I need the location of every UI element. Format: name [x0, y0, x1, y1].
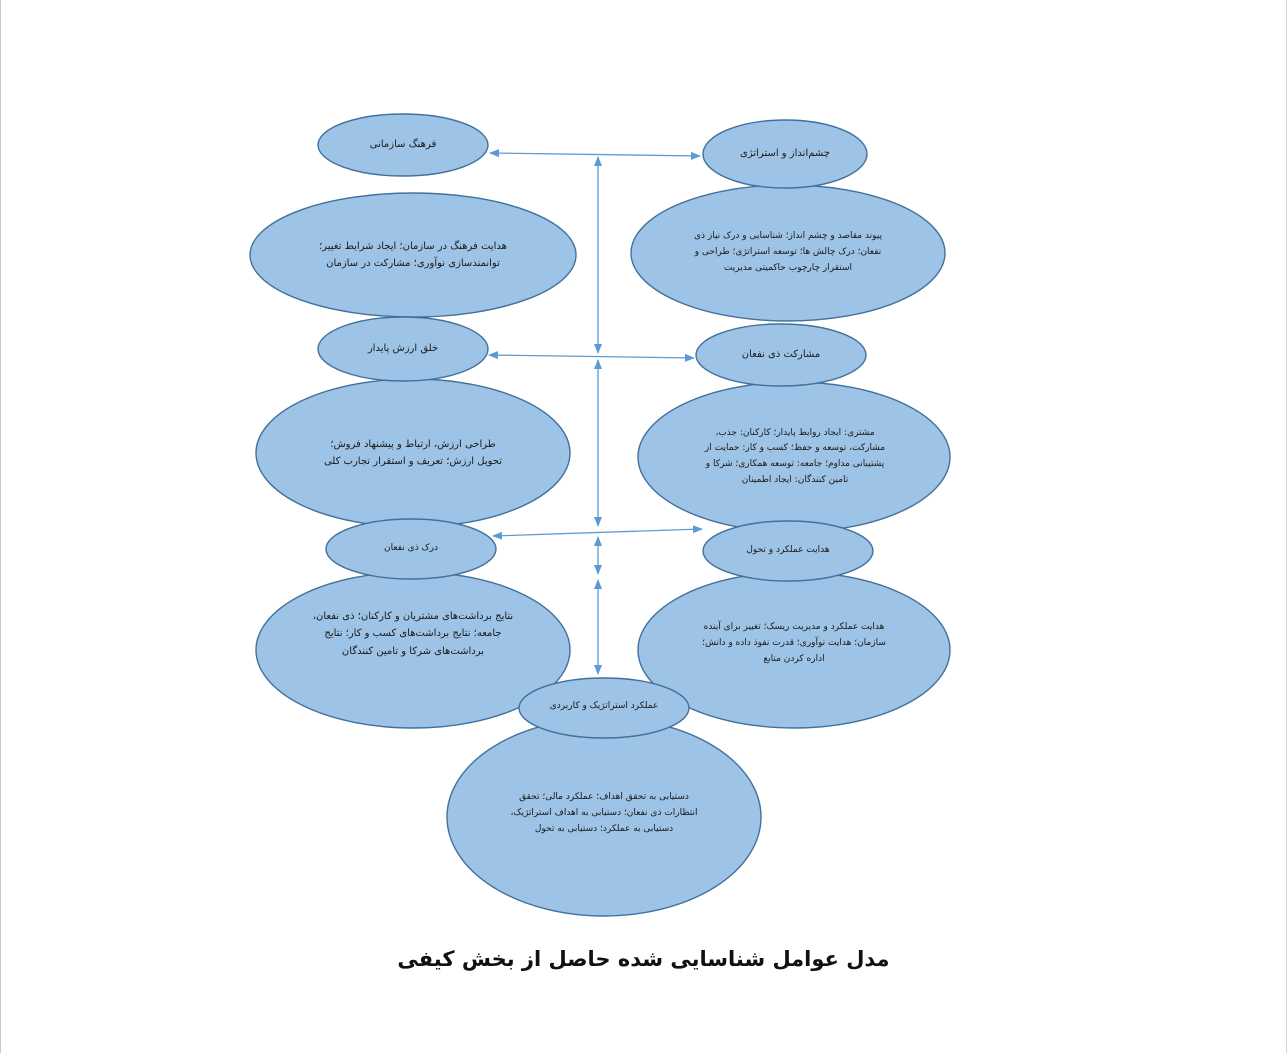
performance-transformation-title: هدایت عملکرد و تحول: [746, 545, 830, 556]
performance-transformation-ellipse: [702, 520, 874, 582]
sustainable-value-title: خلق ارزش پایدار: [367, 343, 439, 355]
strategic-operational-title: عملکرد استراتژیک و کاربردی: [549, 701, 659, 712]
org-culture-desc: هدایت فرهنگ در سازمان؛ ایجاد شرایط تغییر…: [319, 240, 507, 270]
stakeholder-engagement-ellipse: [695, 323, 867, 387]
vision-strategy-desc: پیوند مقاصد و چشم انداز؛ شناسایی و درک ن…: [693, 231, 883, 273]
connector-value-engagement: [488, 351, 695, 362]
connector-culture-vision: [489, 149, 701, 160]
connector-perception-performance: [492, 525, 703, 540]
stakeholder-perception-ellipse: [325, 518, 497, 580]
stakeholder-engagement-desc: مشتری: ایجاد روابط پایدار؛ کارکنان: جذب،…: [704, 427, 886, 485]
vision-strategy-title: چشم‌انداز و استراتژی: [740, 148, 830, 160]
strategic-operational-desc: دستیابی به تحقق اهداف؛ عملکرد مالی؛ تحقق…: [510, 792, 698, 834]
org-culture-ellipse: [317, 113, 489, 177]
stakeholder-perception-desc: نتایج برداشت‌های مشتریان و کارکنان؛ ذی ن…: [312, 610, 514, 657]
figure-caption: مدل عوامل شناسایی شده حاصل از بخش کیفی: [397, 947, 890, 971]
sustainable-value-desc: طراحی ارزش، ارتباط و پیشنهاد فروش؛ تحویل…: [323, 438, 503, 468]
stakeholder-engagement-title: مشارکت ذی نفعان: [741, 349, 821, 361]
org-culture-title: فرهنگ سازمانی: [369, 139, 437, 151]
strategic-operational-ellipse: [518, 677, 690, 739]
stakeholder-perception-title: درک ذی نفعان: [384, 543, 438, 554]
page-border-left: [0, 0, 1, 1053]
vision-strategy-ellipse: [702, 119, 868, 189]
sustainable-value-ellipse: [317, 316, 489, 382]
performance-transformation-desc: هدایت عملکرد و مدیریت ریسک؛ تغییر برای آ…: [702, 622, 886, 664]
